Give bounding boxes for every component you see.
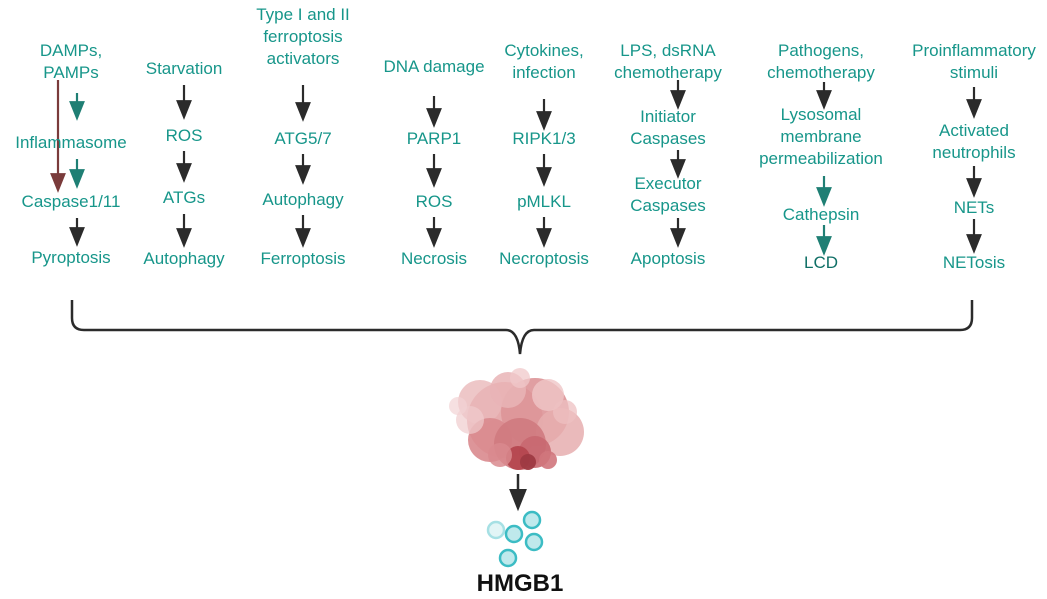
pyroptosis-step-4-line-1: Pyroptosis (31, 248, 111, 267)
hmgb1-label: HMGB1 (476, 570, 564, 597)
ferroptosis-step-4: Ferroptosis (260, 248, 345, 270)
necrosis-step-4-line-1: Necrosis (400, 249, 468, 268)
converging-brace (70, 300, 974, 355)
necroptosis-step-3: pMLKL (517, 191, 571, 213)
apoptosis-step-2-line-1: Initiator (640, 107, 696, 126)
ferroptosis-step-3: Autophagy (262, 189, 343, 211)
apoptosis-step-1-line-2: chemotherapy (614, 63, 722, 82)
ferroptosis-step-3-line-1: Autophagy (262, 190, 344, 209)
hmgb1-protein-structure (449, 368, 584, 470)
ferroptosis-step-1-line-1: Type I and II (256, 5, 350, 24)
pyroptosis-step-2: Inflammasome (15, 132, 126, 154)
netosis-step-1: Proinflammatory stimuli (912, 40, 1036, 84)
lcd-step-3: Cathepsin (783, 204, 860, 226)
hmgb1-molecule-5 (498, 548, 518, 568)
netosis-step-3-line-1: NETs (953, 198, 995, 217)
apoptosis-step-4: Apoptosis (631, 248, 706, 270)
necroptosis-step-4: Necroptosis (499, 248, 589, 270)
lcd-step-1: Pathogens, chemotherapy (767, 40, 875, 84)
protein-blob-7 (532, 379, 564, 411)
hmgb1-molecule-1 (486, 520, 506, 540)
necrosis-step-3: ROS (416, 191, 453, 213)
netosis-step-2: Activated neutrophils (932, 120, 1015, 164)
ferroptosis-step-4-line-1: Ferroptosis (260, 249, 346, 268)
netosis-step-1-line-1: Proinflammatory (912, 41, 1036, 60)
netosis-step-2-line-2: neutrophils (932, 143, 1016, 162)
protein-blob-14 (553, 400, 577, 424)
necrosis-step-1: DNA damage (383, 56, 484, 78)
autophagy-step-4: Autophagy (143, 248, 224, 270)
autophagy-step-4-line-1: Autophagy (143, 249, 225, 268)
protein-blob-17 (539, 451, 557, 469)
necroptosis-step-2: RIPK1/3 (512, 128, 575, 150)
necrosis-step-2-line-1: PARP1 (406, 129, 462, 148)
necroptosis-step-1: Cytokines, infection (504, 40, 583, 84)
apoptosis-step-1-line-1: LPS, dsRNA (620, 41, 716, 60)
apoptosis-step-2-line-2: Caspases (630, 129, 706, 148)
necroptosis-step-1-line-1: Cytokines, (504, 41, 584, 60)
necrosis-step-1-line-1: DNA damage (383, 57, 485, 76)
pyroptosis-step-3-line-1: Caspase1/11 (21, 192, 121, 211)
necrosis-step-2: PARP1 (407, 128, 462, 150)
necroptosis-step-2-line-1: RIPK1/3 (512, 129, 576, 148)
apoptosis-step-4-line-1: Apoptosis (630, 249, 706, 268)
protein-blob-15 (449, 397, 467, 415)
necroptosis-step-3-line-1: pMLKL (517, 192, 571, 211)
netosis-step-1-line-2: stimuli (949, 63, 999, 82)
necroptosis-step-4-line-1: Necroptosis (499, 249, 589, 268)
apoptosis-step-1: LPS, dsRNA chemotherapy (614, 40, 722, 84)
ferroptosis-step-1-line-2: ferroptosis (263, 27, 343, 46)
necrosis-step-3-line-1: ROS (415, 192, 453, 211)
autophagy-step-1: Starvation (146, 58, 223, 80)
lcd-step-1-line-1: Pathogens, (777, 41, 865, 60)
pyroptosis-step-1-line-1: DAMPs, (39, 41, 103, 60)
lcd-step-2-line-1: Lysosomal (780, 105, 862, 124)
apoptosis-step-3-line-1: Executor (634, 174, 702, 193)
lcd-step-4-line-1: LCD (803, 253, 839, 272)
netosis-step-2-line-1: Activated (939, 121, 1009, 140)
netosis-step-4: NETosis (943, 252, 1005, 274)
necroptosis-step-1-line-2: infection (512, 63, 576, 82)
hmgb1-molecule-4 (524, 532, 544, 552)
ferroptosis-step-2: ATG5/7 (274, 128, 331, 150)
ferroptosis-step-1: Type I and II ferroptosis activators (256, 4, 350, 70)
pyroptosis-step-1: DAMPs, PAMPs (40, 40, 102, 84)
hmgb1-molecules (486, 510, 544, 568)
lcd-step-2-line-3: permeabilization (759, 149, 883, 168)
ferroptosis-step-2-line-1: ATG5/7 (274, 129, 332, 148)
hmgb1-molecule-3 (522, 510, 542, 530)
lcd-step-2: Lysosomal membrane permeabilization (759, 104, 883, 170)
pyroptosis-step-3: Caspase1/11 (22, 191, 121, 213)
netosis-step-3: NETs (954, 197, 995, 219)
autophagy-step-3-line-1: ATGs (162, 188, 206, 207)
protein-blob-13 (488, 443, 512, 467)
lcd-step-3-line-1: Cathepsin (782, 205, 860, 224)
protein-blob-16 (510, 368, 530, 388)
pyroptosis-step-1-line-2: PAMPs (43, 63, 99, 82)
protein-blob-12 (520, 454, 536, 470)
autophagy-step-2-line-1: ROS (165, 126, 203, 145)
lcd-step-1-line-2: chemotherapy (767, 63, 875, 82)
autophagy-step-2: ROS (166, 125, 203, 147)
ferroptosis-step-1-line-3: activators (266, 49, 340, 68)
necrosis-step-4: Necrosis (401, 248, 467, 270)
apoptosis-step-3-line-2: Caspases (630, 196, 706, 215)
autophagy-step-1-line-1: Starvation (145, 59, 223, 78)
autophagy-step-3: ATGs (163, 187, 205, 209)
pyroptosis-step-2-line-1: Inflammasome (15, 133, 127, 152)
hmgb1-molecule-2 (504, 524, 524, 544)
netosis-step-4-line-1: NETosis (942, 253, 1006, 272)
lcd-step-2-line-2: membrane (780, 127, 862, 146)
pyroptosis-step-4: Pyroptosis (31, 247, 110, 269)
lcd-step-4: LCD (804, 252, 838, 274)
pathway-arrows (50, 80, 982, 256)
